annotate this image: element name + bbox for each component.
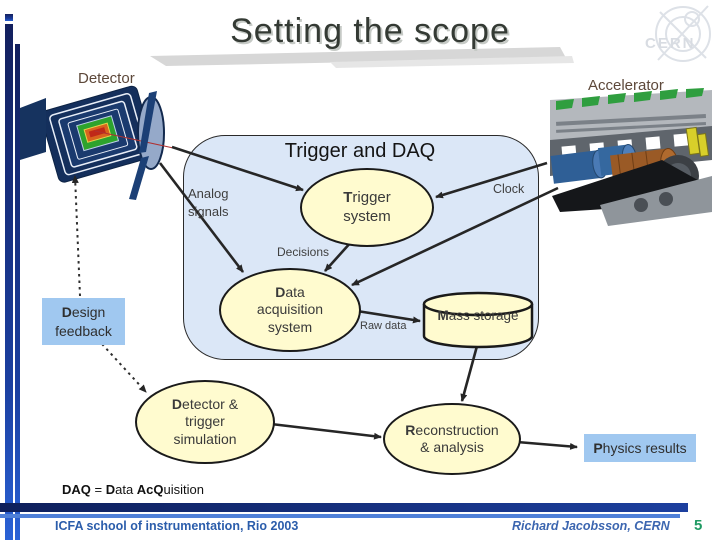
physics-results-node: Physics results <box>584 434 696 462</box>
design-feedback-label: Design feedback <box>55 304 112 339</box>
physics-results-label: Physics results <box>593 439 687 456</box>
detector-label: Detector <box>78 70 135 87</box>
template-vertical-bar-2 <box>15 44 20 540</box>
accelerator-label: Accelerator <box>588 77 664 94</box>
cern-logo-icon: CERN <box>645 5 711 62</box>
design-feedback-node: Design feedback <box>42 298 125 345</box>
trigger-daq-title: Trigger and DAQ <box>284 140 436 162</box>
reconstruction-node: Reconstruction & analysis <box>383 403 521 475</box>
daq-definition-note: DAQ = Data AcQuisition <box>62 482 204 497</box>
footnote-part: uisition <box>163 482 204 497</box>
data-acquisition-label: Data acquisition system <box>256 283 324 335</box>
template-vertical-bar-1 <box>5 24 13 540</box>
simulation-label: Detector & trigger simulation <box>171 395 239 447</box>
clock-label: Clock <box>493 182 525 196</box>
mass-storage-cylinder <box>422 291 534 349</box>
accelerator-image <box>550 88 712 226</box>
template-vertical-bar-tip <box>5 14 13 21</box>
simulation-node: Detector & trigger simulation <box>135 380 275 464</box>
svg-text:CERN: CERN <box>645 35 696 52</box>
page-title: Setting the scope <box>230 12 510 50</box>
detector-image <box>20 85 179 200</box>
footnote-part: ata <box>115 482 137 497</box>
trigger-system-label: Trigger system <box>343 188 391 225</box>
footer-author: Richard Jacobsson, CERN <box>512 519 670 533</box>
page-number: 5 <box>694 517 703 534</box>
trigger-system-node: Trigger system <box>300 168 434 247</box>
title-underline-swoosh <box>150 47 574 68</box>
footnote-part: = <box>90 482 106 497</box>
analog-signals-label: Analog signals <box>188 186 229 219</box>
footer-bar <box>0 503 688 512</box>
decisions-label: Decisions <box>277 245 330 259</box>
footnote-part: D <box>105 482 116 497</box>
footnote-part: AcQ <box>136 482 164 497</box>
raw-data-label: Raw data <box>360 320 407 332</box>
data-acquisition-node: Data acquisition system <box>219 268 361 352</box>
mass-storage-label: Mass storage <box>437 308 519 323</box>
footnote-part: DAQ <box>62 482 91 497</box>
reconstruction-label: Reconstruction & analysis <box>405 421 499 456</box>
footer-bar-accent <box>0 514 680 518</box>
footer-event-title: ICFA school of instrumentation, Rio 2003 <box>55 519 299 533</box>
